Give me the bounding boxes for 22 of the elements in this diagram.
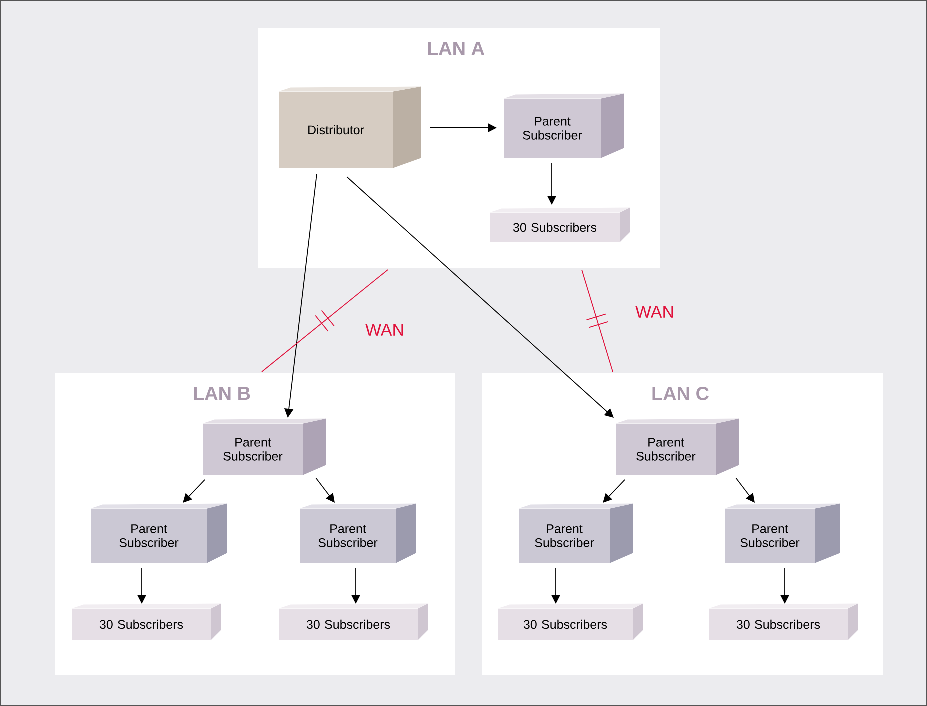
server-box: Parent Subscriber [518,504,634,564]
edge-label: WAN [634,305,676,319]
server-box: Parent Subscriber [504,94,624,158]
arrow [603,480,626,503]
server-box: 30 Subscribers [498,604,644,640]
arrow [346,176,614,418]
server-box: Parent Subscriber [202,418,326,476]
wan-link [582,270,614,372]
server-box: Parent Subscriber [300,504,416,564]
arrow [183,480,206,503]
server-box: 30 Subscribers [708,604,858,640]
server-box: 30 Subscribers [72,604,222,640]
arrow [316,478,335,503]
server-box: 30 Subscribers [278,604,428,640]
server-box: 30 Subscribers [490,208,630,242]
server-box: Parent Subscriber [616,418,740,476]
arrow [736,478,755,503]
edge-label: WAN [364,323,406,337]
server-box: Distributor [278,86,422,168]
wan-link [262,270,388,372]
server-box: Parent Subscriber [90,504,228,564]
server-box: Parent Subscriber [724,504,840,564]
